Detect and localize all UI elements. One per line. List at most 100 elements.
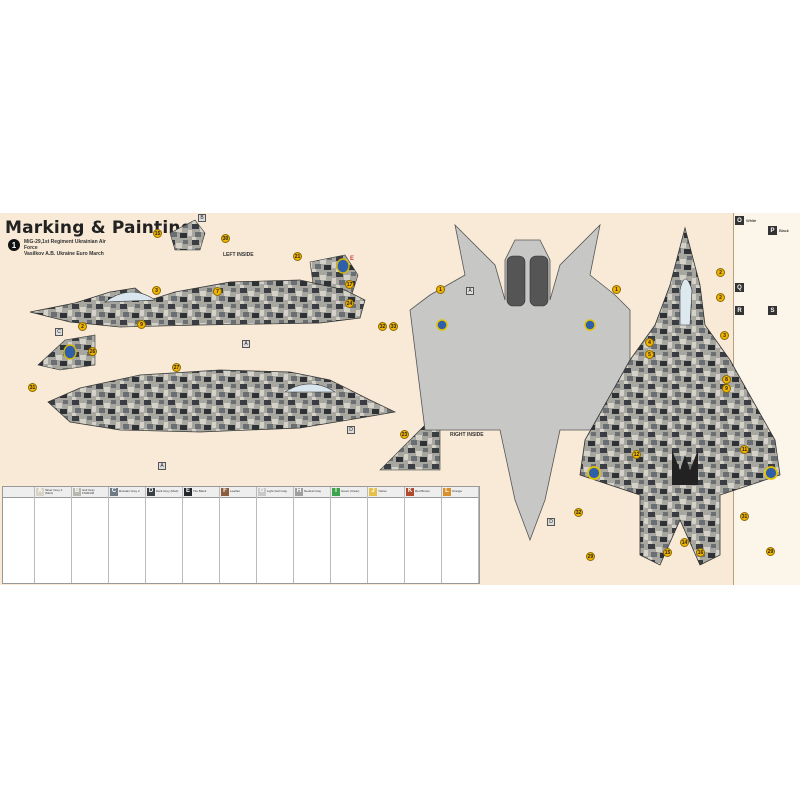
callout-marker: 27	[172, 363, 181, 372]
color-letter: J	[369, 488, 377, 496]
color-name: Green (Clear)	[341, 489, 360, 494]
callout-marker: 1	[436, 285, 445, 294]
reference-tag: A	[466, 287, 474, 295]
color-name: Red Brown	[415, 489, 430, 494]
color-name: Orange	[452, 489, 463, 494]
paint-section: S	[768, 306, 798, 315]
top-plan-aircraft	[579, 226, 781, 566]
left-profile-aircraft	[29, 219, 366, 328]
color-letter: I	[332, 488, 340, 496]
callout-marker: 1	[612, 285, 621, 294]
row-labels-header	[3, 487, 34, 498]
profile-caption: MiG-29,1st Regiment Ukrainian Air Force …	[24, 239, 118, 257]
callout-marker: 8	[722, 375, 731, 384]
color-letter: D	[147, 488, 155, 496]
callout-marker: 16	[696, 548, 705, 557]
profile-number-badge: 1	[8, 239, 20, 251]
reference-tag: C	[55, 328, 63, 336]
page-title: Marking & Painting	[5, 218, 194, 238]
color-name: Russian Grey 2	[119, 489, 140, 494]
reference-tag: A	[242, 340, 250, 348]
reference-letter: E	[350, 256, 355, 262]
callout-marker: 15	[663, 548, 672, 557]
color-letter: K	[406, 488, 414, 496]
color-letter: C	[110, 488, 118, 496]
callout-marker: 24	[345, 299, 354, 308]
profile-caption-line: MiG-29,1st Regiment Ukrainian Air Force	[24, 239, 106, 251]
color-name: Dark Grey (Mod)	[156, 489, 179, 494]
color-name: Gull Gray FS36440	[82, 487, 95, 495]
color-name: Tire Black	[193, 489, 207, 494]
callout-marker: 11	[740, 445, 749, 454]
reference-tag: B	[198, 214, 206, 222]
callout-marker: 2	[716, 293, 725, 302]
callout-marker: 7	[213, 287, 222, 296]
profile-caption-line: Vasilkov A.B. Ukraine Euro March	[24, 251, 104, 257]
color-name: Yellow	[378, 489, 387, 494]
color-name: Leather	[230, 489, 241, 494]
color-letter: G	[258, 488, 266, 496]
color-letter: B	[73, 488, 81, 496]
section-title: White	[746, 218, 757, 223]
profile-header: 1 MiG-29,1st Regiment Ukrainian Air Forc…	[8, 239, 118, 257]
color-letter: L	[443, 488, 451, 496]
color-name: Silver Grey 2 (Mod)	[45, 487, 63, 495]
callout-marker: 21	[293, 252, 302, 261]
left-inside-label: LEFT INSIDE	[223, 252, 254, 258]
section-letter: R	[735, 306, 744, 315]
color-letter: A	[36, 488, 44, 496]
callout-marker: 31	[740, 512, 749, 521]
callout-marker: 23	[400, 430, 409, 439]
reference-tag: D	[547, 518, 555, 526]
color-name: Light Gull Gray	[267, 489, 288, 494]
color-name: Neutral Gray	[304, 489, 322, 494]
callout-marker: 17	[345, 280, 354, 289]
callout-marker: 29	[586, 552, 595, 561]
row-labels-column	[3, 487, 35, 583]
callout-marker: 2	[78, 322, 87, 331]
callout-marker: 9	[137, 320, 146, 329]
callout-marker: 4	[645, 338, 654, 347]
callout-marker: 30	[221, 234, 230, 243]
callout-marker: 32	[378, 322, 387, 331]
color-letter: E	[184, 488, 192, 496]
callout-marker: 3	[152, 286, 161, 295]
section-letter: O	[735, 216, 744, 225]
callout-marker: 5	[645, 350, 654, 359]
section-letter: Q	[735, 283, 744, 292]
paint-section: Q	[735, 283, 797, 292]
callout-marker: 26	[88, 347, 97, 356]
reference-tag: D	[347, 426, 355, 434]
callout-marker: 15	[153, 229, 162, 238]
section-letter: P	[768, 226, 777, 235]
callout-marker: 32	[574, 508, 583, 517]
right-inside-label: RIGHT INSIDE	[450, 432, 484, 438]
callout-marker: 14	[680, 538, 689, 547]
paint-section: R	[735, 306, 797, 315]
color-letter: F	[221, 488, 229, 496]
callout-marker: 3	[720, 331, 729, 340]
callout-marker: 12	[632, 450, 641, 459]
callout-marker: 31	[28, 383, 37, 392]
callout-marker: 33	[389, 322, 398, 331]
underside-plan-aircraft	[409, 223, 631, 542]
color-letter: H	[295, 488, 303, 496]
callout-marker: 29	[766, 547, 775, 556]
section-letter: S	[768, 306, 777, 315]
